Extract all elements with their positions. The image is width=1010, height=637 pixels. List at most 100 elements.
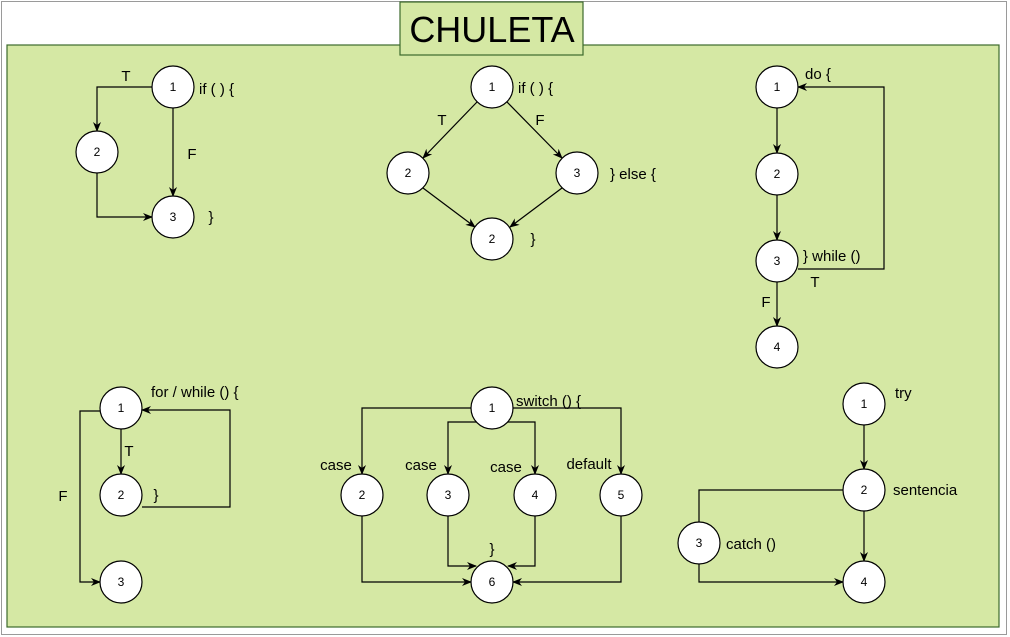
label-tc-sent: sentencia: [893, 482, 958, 499]
node-label: 1: [774, 80, 781, 94]
label-if-close: }: [208, 209, 213, 226]
edge-tc-e2: [698, 489, 843, 522]
label-sw-default: default: [566, 456, 612, 473]
edge-sw-e7: [507, 516, 536, 570]
edge-sw-e1: [358, 407, 471, 475]
edge-dw-e3: [797, 83, 885, 270]
node-circle: [99, 560, 143, 604]
edge-sw-e8: [512, 516, 622, 586]
label-dw-do: do {: [805, 66, 831, 83]
node-label: 1: [170, 80, 177, 94]
page-title: CHULETA: [409, 9, 574, 50]
node-label: 1: [861, 397, 868, 411]
node-dw-4: 4: [755, 325, 799, 369]
label-sw-case3: case: [490, 459, 522, 476]
node-if-3: 3: [151, 195, 195, 239]
node-label: 3: [118, 575, 125, 589]
node-circle: [842, 560, 886, 604]
label-fw-close: }: [153, 487, 158, 504]
label-if-t: T: [121, 68, 130, 85]
node-label: 3: [774, 254, 781, 268]
node-circle: [470, 217, 514, 261]
edge-sw-e2: [444, 421, 478, 475]
node-ie-4: 2: [470, 217, 514, 261]
node-label: 6: [489, 575, 496, 589]
node-circle: [99, 386, 143, 430]
node-circle: [151, 195, 195, 239]
edge-sw-e5: [361, 516, 472, 586]
node-dw-3: 3: [755, 239, 799, 283]
node-if-2: 2: [75, 130, 119, 174]
node-circle: [470, 560, 514, 604]
node-label: 2: [118, 488, 125, 502]
node-label: 2: [94, 145, 101, 159]
edge-ie-e4: [509, 187, 563, 228]
node-ie-1: 1: [470, 65, 514, 109]
node-label: 2: [861, 483, 868, 497]
edge-fw-e2: [141, 406, 231, 508]
node-circle: [842, 468, 886, 512]
node-label: 3: [574, 166, 581, 180]
main-panel: [6, 44, 1000, 628]
node-if-1: 1: [151, 65, 195, 109]
node-label: 3: [696, 536, 703, 550]
node-label: 5: [618, 488, 625, 502]
label-fw-f: F: [58, 488, 67, 505]
title-box: CHULETA: [399, 1, 584, 56]
node-label: 3: [445, 488, 452, 502]
label-if-f: F: [187, 146, 196, 163]
label-fw-t: T: [124, 443, 133, 460]
edge-sw-e4: [513, 407, 625, 475]
node-sw-3: 3: [426, 473, 470, 517]
label-dw-t: T: [810, 274, 819, 291]
node-circle: [599, 473, 643, 517]
label-ie-f: F: [535, 112, 544, 129]
node-fw-3: 3: [99, 560, 143, 604]
node-tc-1: 1: [842, 382, 886, 426]
edges-layer: [79, 83, 885, 586]
node-circle: [755, 325, 799, 369]
node-tc-3: 3: [677, 521, 721, 565]
node-label: 2: [774, 167, 781, 181]
node-label: 3: [170, 210, 177, 224]
node-circle: [842, 382, 886, 426]
node-fw-1: 1: [99, 386, 143, 430]
node-label: 2: [489, 232, 496, 246]
node-label: 2: [359, 488, 366, 502]
node-circle: [755, 65, 799, 109]
node-dw-1: 1: [755, 65, 799, 109]
node-fw-2: 2: [99, 473, 143, 517]
node-label: 4: [532, 488, 539, 502]
node-circle: [426, 473, 470, 517]
label-sw-case2: case: [405, 457, 437, 474]
edge-fw-e3: [79, 410, 101, 586]
label-ie-t: T: [437, 112, 446, 129]
node-ie-2: 2: [386, 151, 430, 195]
node-tc-2: 2: [842, 468, 886, 512]
node-sw-5: 5: [599, 473, 643, 517]
node-sw-4: 4: [513, 473, 557, 517]
node-label: 1: [489, 80, 496, 94]
node-circle: [755, 152, 799, 196]
node-circle: [99, 473, 143, 517]
node-sw-1: 1: [470, 386, 514, 430]
node-ie-3: 3: [555, 151, 599, 195]
label-fw-code: for / while () {: [151, 384, 239, 401]
node-sw-2: 2: [340, 473, 384, 517]
node-circle: [386, 151, 430, 195]
node-circle: [75, 130, 119, 174]
node-label: 4: [774, 340, 781, 354]
node-circle: [755, 239, 799, 283]
edge-sw-e6: [447, 516, 477, 570]
label-ie-else: } else {: [610, 166, 656, 183]
label-dw-while: } while (): [803, 248, 861, 265]
edge-ie-e1: [422, 101, 478, 159]
label-dw-f: F: [761, 294, 770, 311]
node-circle: [151, 65, 195, 109]
node-sw-6: 6: [470, 560, 514, 604]
label-sw-code: switch () {: [516, 393, 581, 410]
label-ie-code1: if ( ) {: [518, 80, 553, 97]
node-circle: [513, 473, 557, 517]
